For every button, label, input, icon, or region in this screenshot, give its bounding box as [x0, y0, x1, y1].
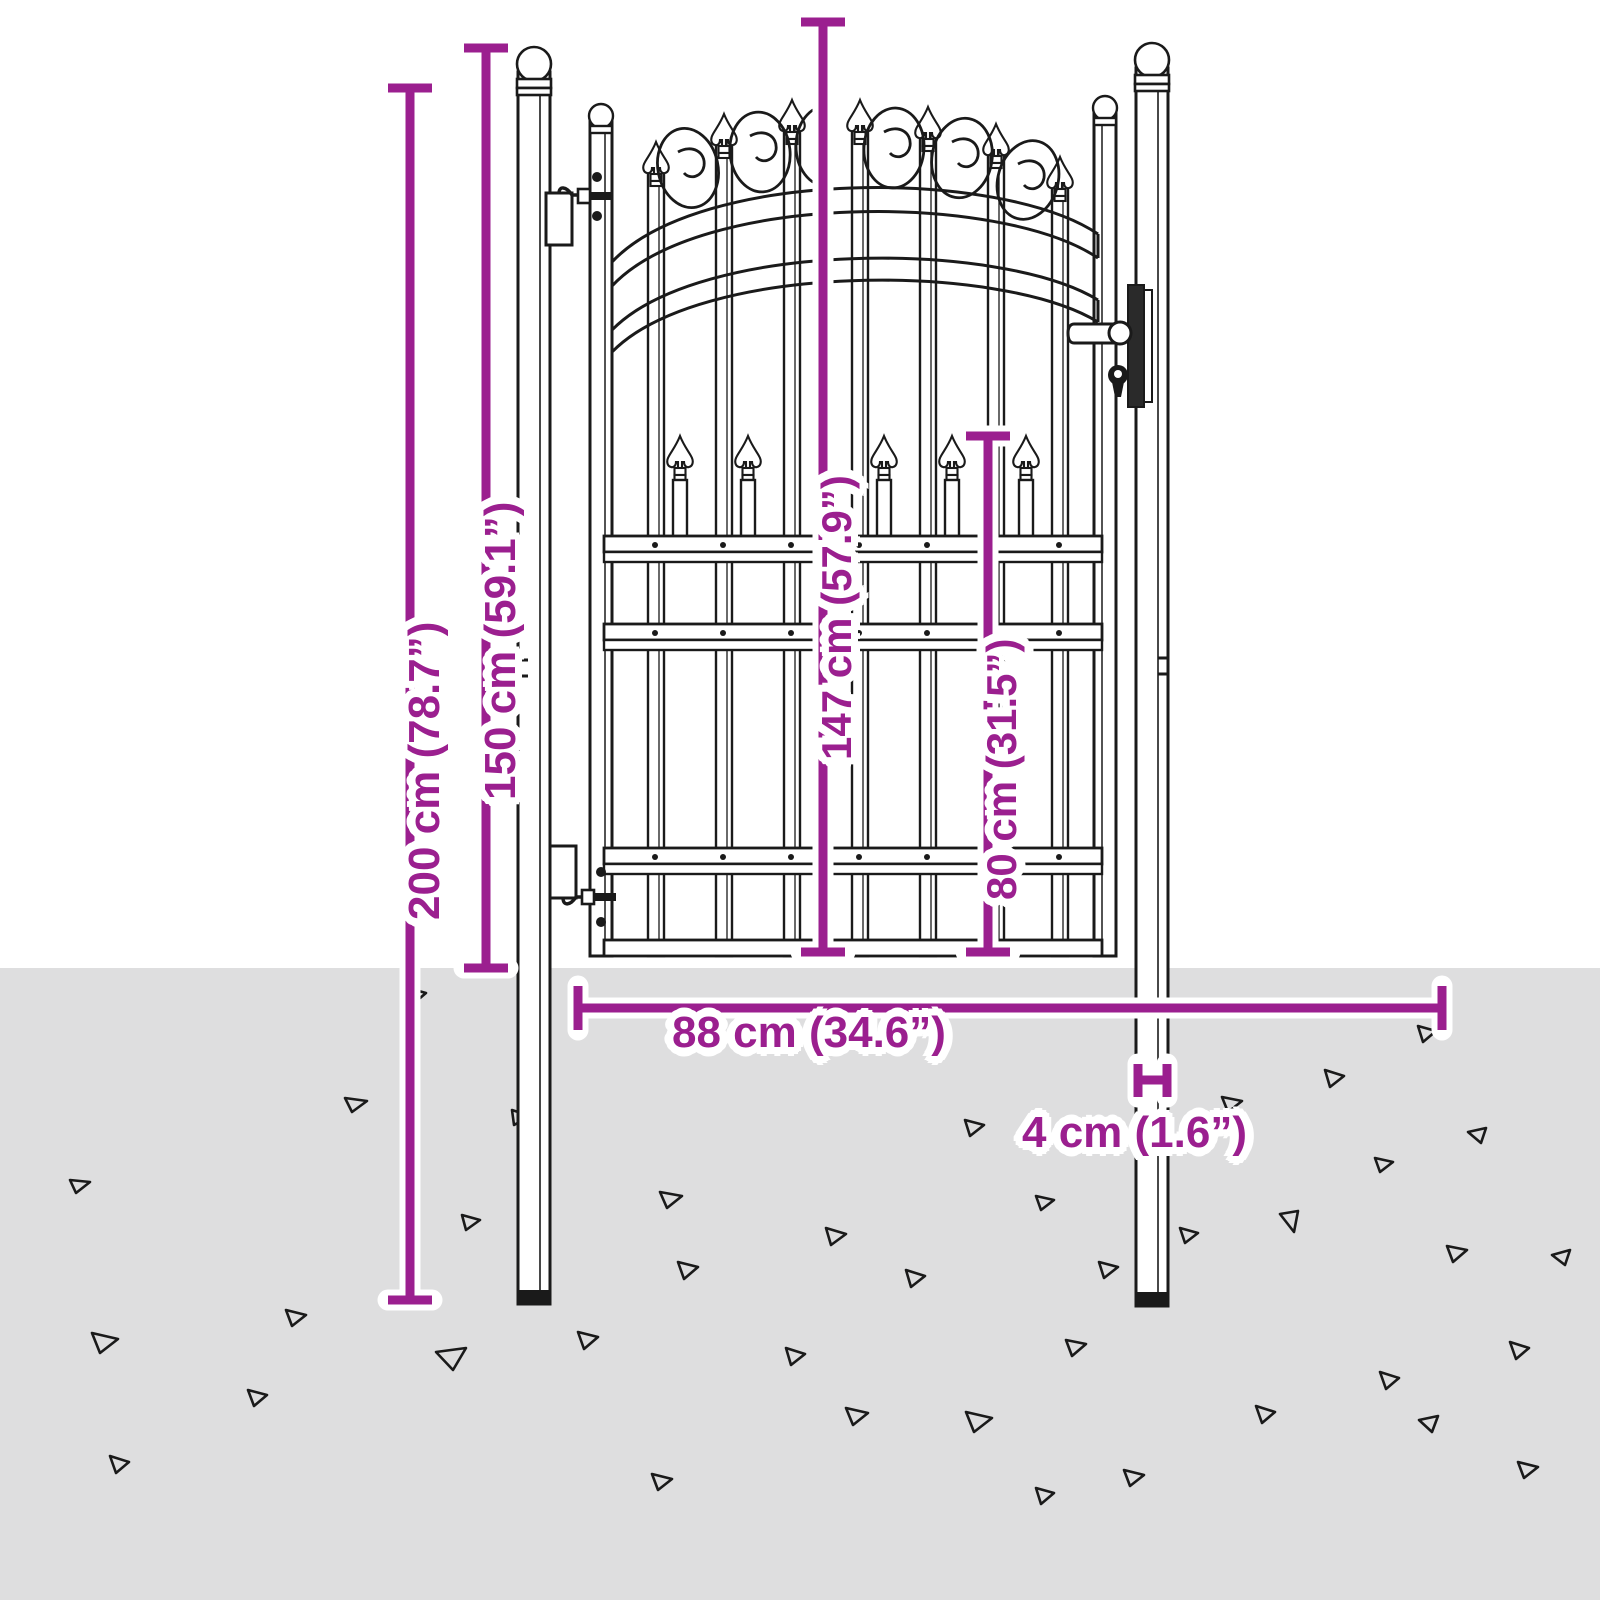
- dimension-label-150cm: 150 cm (59.1”): [473, 498, 529, 803]
- lower-hinge: [548, 844, 616, 927]
- dimension-label-4cm: 4 cm (1.6”): [1019, 1105, 1251, 1161]
- dimension-label-88cm: 88 cm (34.6”): [669, 1005, 950, 1061]
- mid-fleur-de-lis-finials: [666, 434, 1040, 544]
- dimension-label-147cm: 147 cm (57.9”): [810, 472, 864, 764]
- dimension-label-80cm: 80 cm (31.5”): [975, 635, 1029, 903]
- lock-backplate: [1127, 284, 1153, 408]
- lock-cylinder: [1108, 365, 1128, 397]
- decorative-oval-scrolls: [656, 106, 1061, 221]
- dimension-147cm-line: [801, 17, 845, 957]
- dimension-200cm-line: [388, 83, 432, 1305]
- lever-handle: [1066, 320, 1133, 346]
- dimension-lines: [377, 11, 1453, 1311]
- dimension-150cm-line: [464, 43, 508, 973]
- dimension-label-200cm: 200 cm (78.7”): [397, 618, 453, 923]
- dimension-88cm-line: [573, 986, 1447, 1030]
- ground-gravel-surface: [0, 968, 1600, 1600]
- left-fence-post: [515, 45, 553, 1306]
- dimension-4cm-line: [1133, 1064, 1172, 1097]
- arched-top-rail: [610, 186, 1100, 354]
- upper-hinge: [544, 172, 612, 247]
- dimension-80cm-line: [966, 431, 1010, 957]
